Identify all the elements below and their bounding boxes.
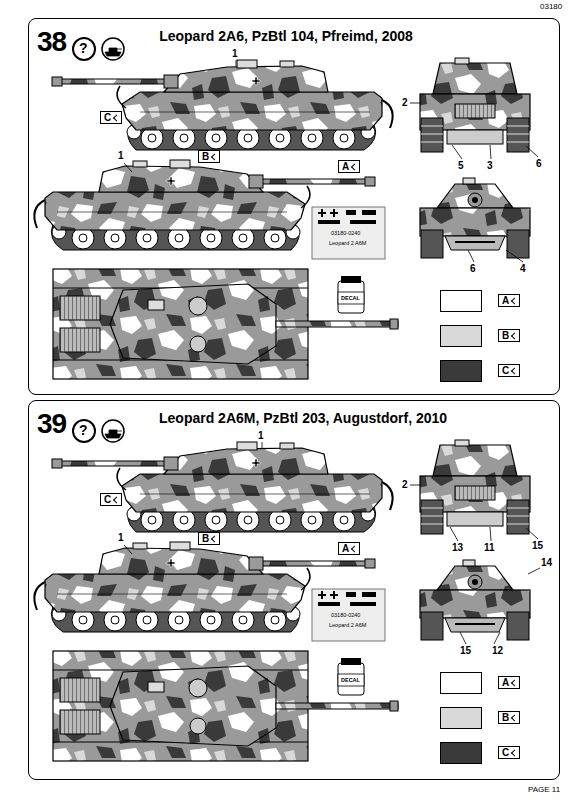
color-swatch	[440, 290, 482, 312]
callout-number: 4	[520, 263, 526, 274]
decal-sheet-text: Leopard 2 A6M	[329, 622, 366, 628]
step-number: 39	[37, 409, 66, 440]
legend-letter: C	[498, 364, 520, 377]
callout-number: 12	[492, 645, 503, 656]
help-icon: ?	[79, 423, 88, 438]
color-callout: B	[198, 532, 220, 545]
legend-letter: A	[498, 294, 520, 307]
page-number: PAGE 11	[528, 786, 560, 795]
callout-number: 2	[402, 97, 408, 108]
color-callout: B	[198, 150, 220, 163]
legend-letter: A	[498, 676, 520, 689]
color-swatch	[440, 707, 482, 729]
callout-number: 6	[470, 263, 476, 274]
callout-number: 13	[452, 542, 463, 553]
color-swatch	[440, 325, 482, 347]
color-swatch	[440, 672, 482, 694]
help-icon: ?	[79, 41, 88, 56]
color-callout: A	[338, 542, 360, 555]
decal-jar-text: DECAL	[341, 295, 360, 301]
page-code: 03180	[540, 3, 562, 12]
color-callout: C	[100, 493, 122, 506]
callout-number: 3	[487, 160, 493, 171]
color-callout: A	[338, 160, 360, 173]
legend-letter: B	[498, 711, 520, 724]
color-swatch	[440, 360, 482, 382]
legend-letter: B	[498, 329, 520, 342]
color-swatch	[440, 742, 482, 764]
callout-number: 6	[536, 158, 542, 169]
callout-number: 1	[118, 150, 124, 161]
callout-number: 1	[258, 430, 264, 441]
decal-sheet-text: Leopard 2 A6M	[329, 240, 366, 246]
callout-number: 15	[460, 645, 471, 656]
callout-number: 11	[484, 542, 495, 553]
decal-sheet-text: 03180-0240	[331, 612, 360, 618]
step-number: 38	[37, 27, 66, 58]
callout-number: 5	[458, 160, 464, 171]
callout-number: 2	[402, 479, 408, 490]
decal-sheet-text: 03180-0240	[331, 230, 360, 236]
color-callout: C	[100, 111, 122, 124]
legend-letter: C	[498, 746, 520, 759]
callout-number: 15	[532, 540, 543, 551]
step-heading: Leopard 2A6M, PzBtl 203, Augustdorf, 201…	[159, 411, 447, 426]
step-heading: Leopard 2A6, PzBtl 104, Pfreimd, 2008	[159, 29, 413, 44]
callout-number: 14	[541, 557, 552, 568]
decal-jar-text: DECAL	[341, 677, 360, 683]
callout-number: 1	[118, 532, 124, 543]
callout-number: 1	[232, 48, 238, 59]
